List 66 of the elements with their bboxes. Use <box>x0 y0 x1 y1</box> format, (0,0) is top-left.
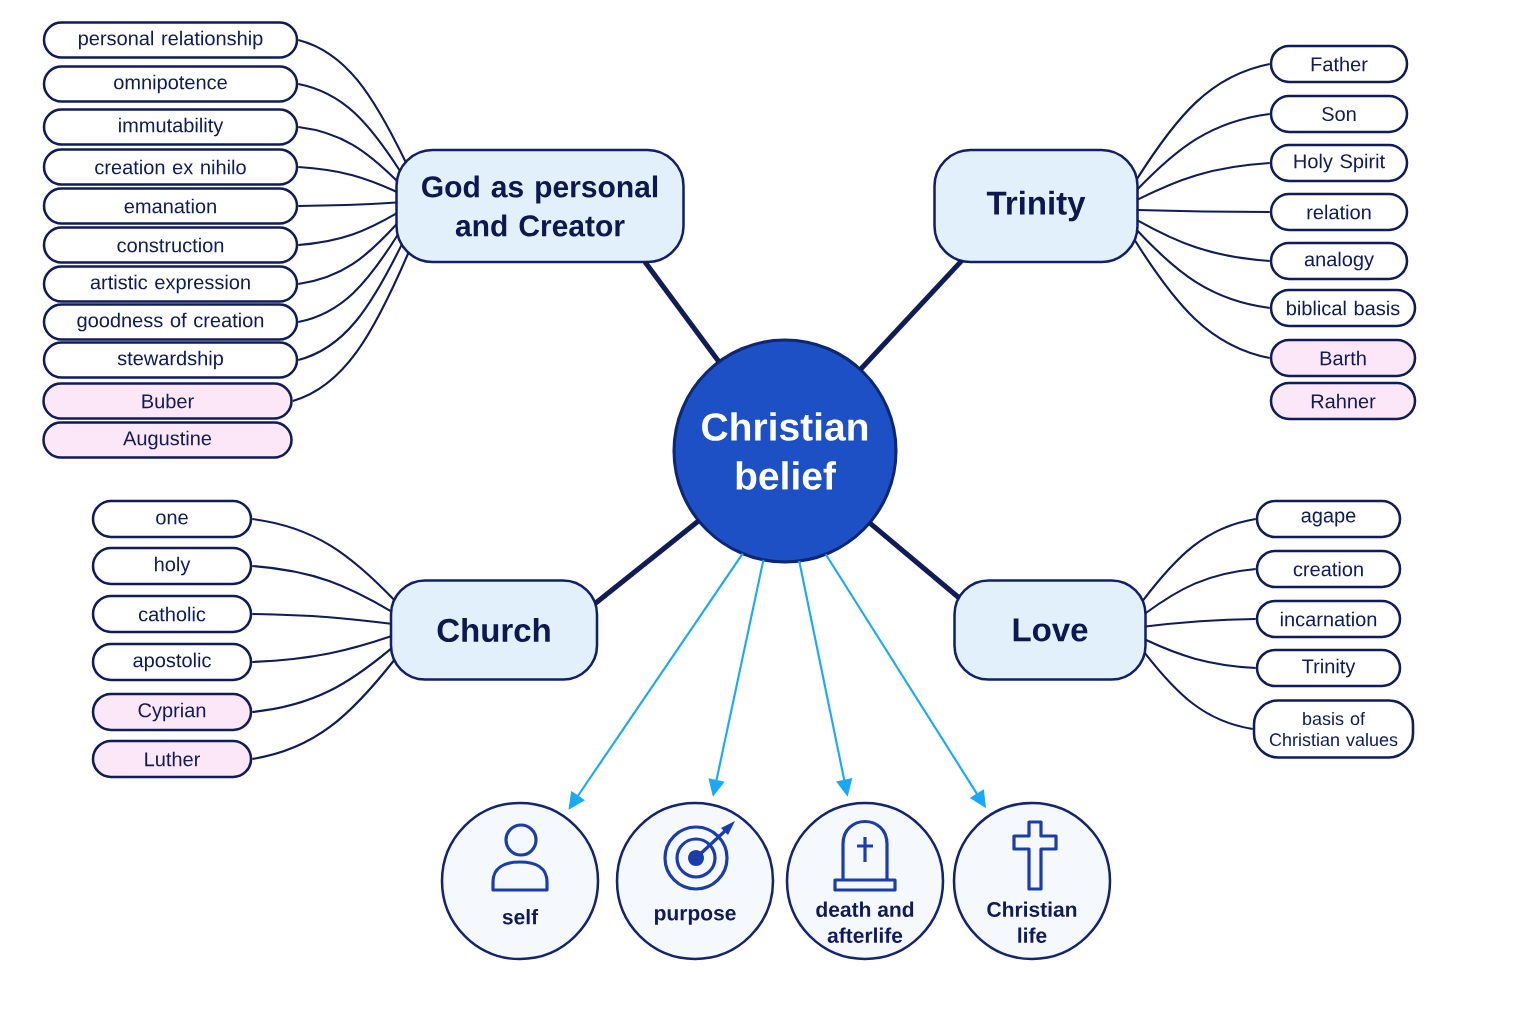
keyword-box: artistic expression <box>42 265 299 303</box>
keyword-box: biblical basis <box>1269 288 1417 328</box>
keyword-box: construction <box>42 226 299 264</box>
connector-line <box>1137 208 1270 214</box>
keyword-box: catholic <box>91 594 253 634</box>
keyword-box: holy <box>91 546 253 586</box>
keyword-box: creation ex nihilo <box>42 148 299 186</box>
topic-box: Trinity <box>933 148 1139 264</box>
connector-line <box>252 647 392 714</box>
keyword-box: Holy Spirit <box>1269 143 1409 183</box>
keyword-box: omnipotence <box>42 65 299 103</box>
person-name-box: Augustine <box>42 421 293 459</box>
connector-line <box>252 517 396 601</box>
connector-line <box>868 520 961 600</box>
connector-line <box>1135 62 1270 180</box>
keyword-box: emanation <box>42 187 299 225</box>
keyword-box: immutability <box>42 108 299 146</box>
keyword-box: one <box>91 499 253 539</box>
connector-line <box>298 212 398 247</box>
keyword-box: creation <box>1255 549 1402 589</box>
keyword-box: relation <box>1269 192 1409 232</box>
person-name-box: Cyprian <box>91 692 253 732</box>
keyword-box: apostolic <box>91 642 253 682</box>
person-name-box: Barth <box>1269 338 1417 378</box>
connector-line <box>1141 517 1256 602</box>
keyword-box: basis of Christian values <box>1252 699 1415 759</box>
connector-line <box>1145 638 1256 670</box>
connector-line <box>298 201 397 208</box>
connector-line <box>1136 112 1270 191</box>
keyword-box: Trinity <box>1255 648 1402 688</box>
connector-line <box>298 125 398 182</box>
person-name-box: Buber <box>42 382 293 420</box>
person-name-box: Luther <box>91 739 253 779</box>
keyword-box: Father <box>1269 44 1409 84</box>
connector-line <box>1137 219 1270 263</box>
connector-line <box>1144 567 1256 615</box>
connector-line <box>593 518 701 606</box>
keyword-box: incarnation <box>1255 599 1402 639</box>
connector-line <box>298 82 401 172</box>
connector-line <box>252 635 392 664</box>
keyword-box: stewardship <box>42 341 299 379</box>
connector-line <box>297 39 407 163</box>
connector-line <box>298 223 398 286</box>
person-name-box: Rahner <box>1269 381 1417 421</box>
connector-line <box>642 260 721 364</box>
connector-line <box>1145 617 1256 628</box>
keyword-box: personal relationship <box>42 21 299 59</box>
keyword-box: analogy <box>1269 241 1409 281</box>
topic-box: God as personal and Creator <box>395 148 685 264</box>
topic-box: Love <box>953 579 1147 681</box>
connector-line <box>858 259 964 372</box>
connector-line <box>292 252 410 402</box>
connector-line <box>298 234 399 324</box>
connector-line <box>297 244 403 361</box>
keyword-box: goodness of creation <box>42 303 299 341</box>
keyword-box: Son <box>1269 94 1409 134</box>
connector-line <box>1143 652 1253 731</box>
keyword-box: agape <box>1255 499 1402 539</box>
connector-line <box>252 659 396 761</box>
connector-line <box>1136 229 1270 310</box>
connector-line <box>298 165 397 193</box>
connector-line <box>1137 161 1270 201</box>
topic-box: Church <box>389 579 599 681</box>
connector-line <box>252 612 392 625</box>
connector-line <box>1133 239 1270 360</box>
connector-line <box>252 564 392 613</box>
